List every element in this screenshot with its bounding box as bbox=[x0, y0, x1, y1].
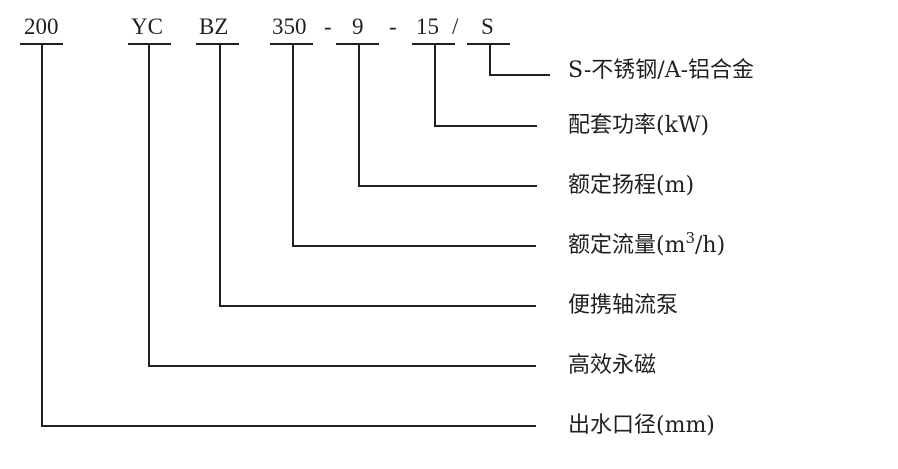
leader-outlet bbox=[41, 425, 536, 427]
label-rated-flow: 额定流量(m3/h) bbox=[568, 231, 726, 259]
leader-flow bbox=[292, 245, 536, 247]
code-high-efficiency-pm: YC bbox=[131, 14, 163, 39]
code-power: 15 bbox=[416, 14, 439, 39]
underline-9 bbox=[336, 43, 379, 45]
underline-350 bbox=[270, 43, 313, 45]
underline-s bbox=[467, 43, 510, 45]
stem-s bbox=[489, 44, 491, 75]
label-material: S-不锈钢/A-铝合金 bbox=[568, 58, 755, 83]
underline-bz bbox=[196, 43, 239, 45]
label-pump-type: 便携轴流泵 bbox=[568, 293, 679, 318]
leader-material bbox=[489, 74, 550, 76]
stem-yc bbox=[148, 44, 150, 367]
label-outlet-diameter: 出水口径(mm) bbox=[568, 413, 715, 438]
separator-slash: / bbox=[452, 14, 459, 39]
code-rated-head: 9 bbox=[352, 14, 364, 39]
leader-motor bbox=[148, 365, 536, 367]
label-motor: 高效永磁 bbox=[568, 353, 657, 378]
underline-15 bbox=[412, 43, 455, 45]
separator-dash-1: - bbox=[324, 14, 332, 39]
code-rated-flow: 350 bbox=[272, 14, 307, 39]
label-rated-flow-superscript: 3 bbox=[685, 229, 695, 247]
separator-dash-2: - bbox=[389, 14, 397, 39]
leader-pump-type bbox=[219, 305, 536, 307]
code-material: S bbox=[481, 14, 494, 39]
stem-200 bbox=[41, 44, 43, 427]
label-rated-flow-main: 额定流量(m bbox=[568, 233, 686, 258]
leader-head bbox=[358, 185, 537, 187]
stem-15 bbox=[434, 44, 436, 127]
code-portable-axial-pump: BZ bbox=[199, 14, 229, 39]
label-power: 配套功率(kW) bbox=[568, 113, 710, 138]
stem-bz bbox=[219, 44, 221, 307]
label-rated-flow-suffix: /h) bbox=[695, 233, 726, 258]
stem-9 bbox=[358, 44, 360, 187]
code-outlet-diameter: 200 bbox=[24, 14, 59, 39]
label-rated-head: 额定扬程(m) bbox=[568, 173, 695, 198]
leader-power bbox=[434, 125, 537, 127]
stem-350 bbox=[292, 44, 294, 247]
